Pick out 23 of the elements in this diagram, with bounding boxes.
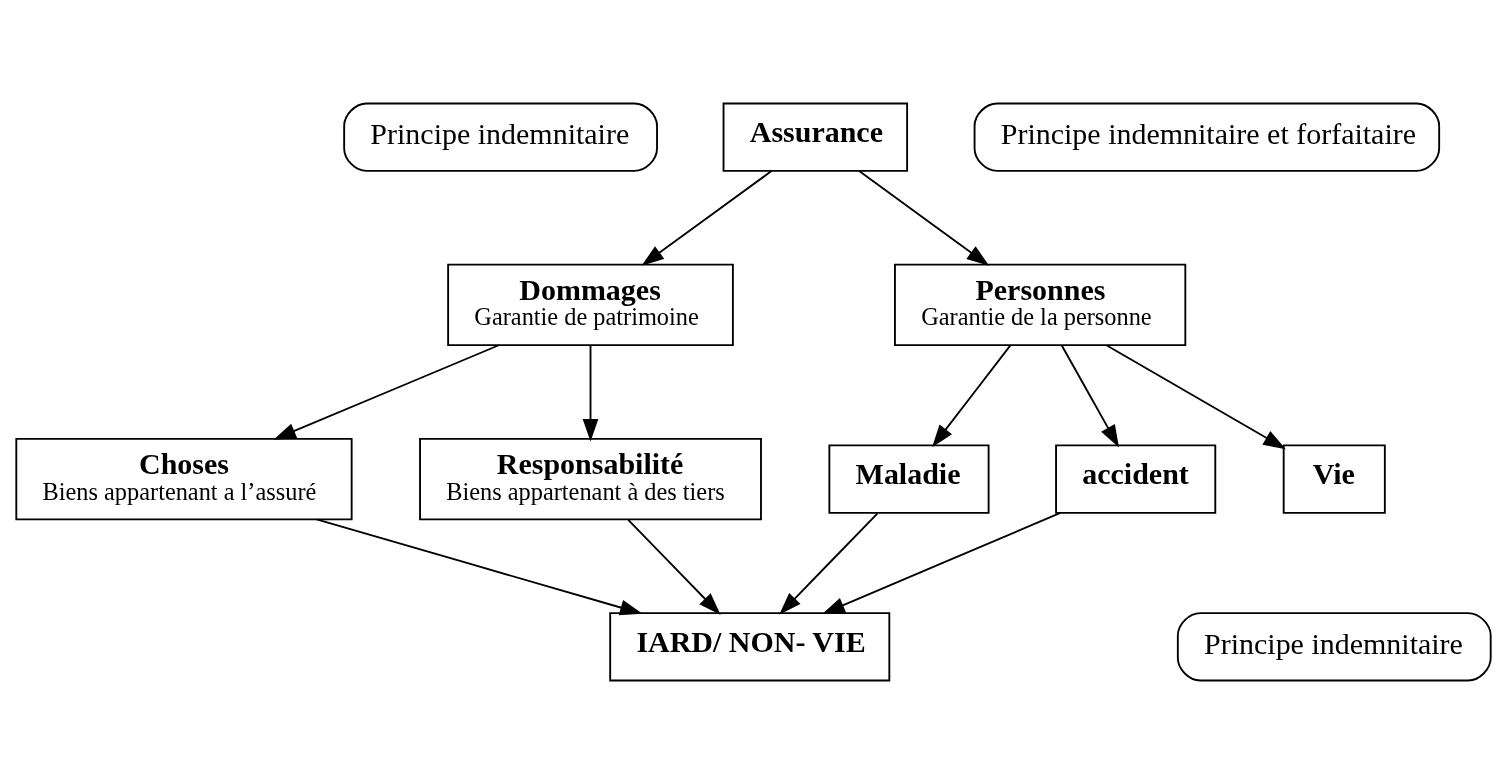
node-box: accident xyxy=(1055,443,1217,514)
arrow xyxy=(1060,344,1119,447)
node-box: IARD/ NON- VIE xyxy=(609,611,891,681)
node-box: Assurance xyxy=(722,102,909,172)
arrow xyxy=(273,343,500,440)
arrow xyxy=(582,344,599,442)
arrow xyxy=(627,518,721,615)
arrow xyxy=(822,511,1062,614)
arrow xyxy=(858,169,990,266)
node-box: Dommages Garantie de patrimoine xyxy=(447,263,734,346)
node-box: Principe indemnitaire et forfaitaire xyxy=(973,102,1441,172)
node-box: Principe indemnitaire xyxy=(1176,611,1492,681)
node-box: Principe indemnitaire xyxy=(343,102,658,172)
arrow xyxy=(641,169,773,266)
node-box: Maladie xyxy=(828,443,990,514)
node-box: Vie xyxy=(1282,443,1386,514)
arrow xyxy=(315,517,643,615)
arrow xyxy=(1105,344,1286,449)
node-box: Choses Biens appartenant a l’assuré xyxy=(15,437,353,520)
arrow xyxy=(779,511,879,615)
node-box: Personnes Garantie de la personne xyxy=(894,263,1187,346)
arrow xyxy=(932,344,1012,447)
node-box: Responsabilité Biens appartenant à des tiers xyxy=(419,437,762,520)
